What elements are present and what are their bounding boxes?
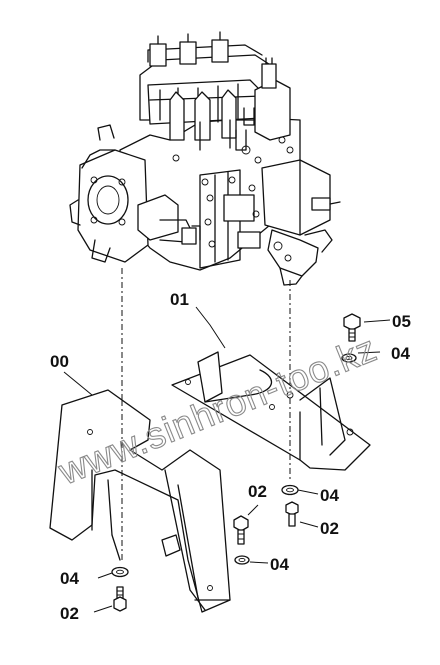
- bolt-02-left: [233, 515, 249, 545]
- callout-02-upper: 02: [248, 482, 267, 501]
- callout-01: 01: [170, 290, 189, 309]
- bracket-01: [171, 351, 371, 471]
- control-valve-assembly: [69, 31, 341, 286]
- callout-00: 00: [50, 352, 69, 371]
- washer-04-lower-center: [234, 555, 250, 565]
- center-lines: [121, 268, 291, 562]
- callout-02-lower-left: 02: [60, 604, 79, 623]
- callout-04-middle: 04: [320, 486, 339, 505]
- bracket-00: [49, 389, 231, 613]
- bolt-05: [343, 313, 361, 342]
- leader-lines: [63, 306, 391, 613]
- washer-04-lower-left: [111, 566, 129, 578]
- bolt-02-middle: [285, 501, 299, 527]
- washer-04-middle: [281, 484, 299, 496]
- callout-04-lower-left: 04: [60, 569, 79, 588]
- bolt-02-lower-left: [113, 586, 127, 612]
- callout-05: 05: [392, 312, 411, 331]
- callout-02-middle: 02: [320, 519, 339, 538]
- callout-04-upper-right: 04: [391, 344, 410, 363]
- callout-04-lower-center: 04: [270, 555, 289, 574]
- washer-04-upper-right: [341, 353, 357, 363]
